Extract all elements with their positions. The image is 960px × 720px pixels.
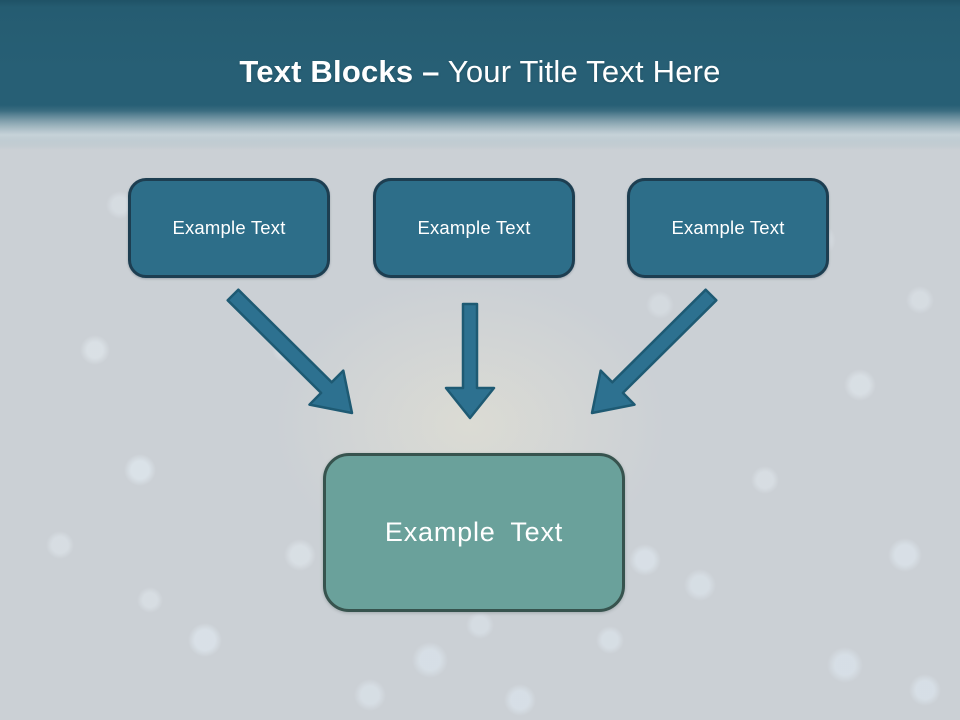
text-block-2-label: Example Text: [417, 217, 531, 238]
text-block-1: Example Text: [128, 178, 330, 278]
center-text-block: Example Text: [323, 453, 625, 612]
slide-title-rest: Your Title Text Here: [439, 54, 721, 89]
text-block-3-label: Example Text: [671, 217, 785, 238]
title-bar: Text Blocks – Your Title Text Here: [0, 0, 960, 150]
slide-title-bold: Text Blocks –: [239, 54, 440, 89]
text-block-1-label: Example Text: [172, 217, 286, 238]
center-text-block-label: Example Text: [384, 517, 564, 547]
text-block-2: Example Text: [373, 178, 575, 278]
text-block-3: Example Text: [627, 178, 829, 278]
slide-title: Text Blocks – Your Title Text Here: [0, 54, 960, 90]
